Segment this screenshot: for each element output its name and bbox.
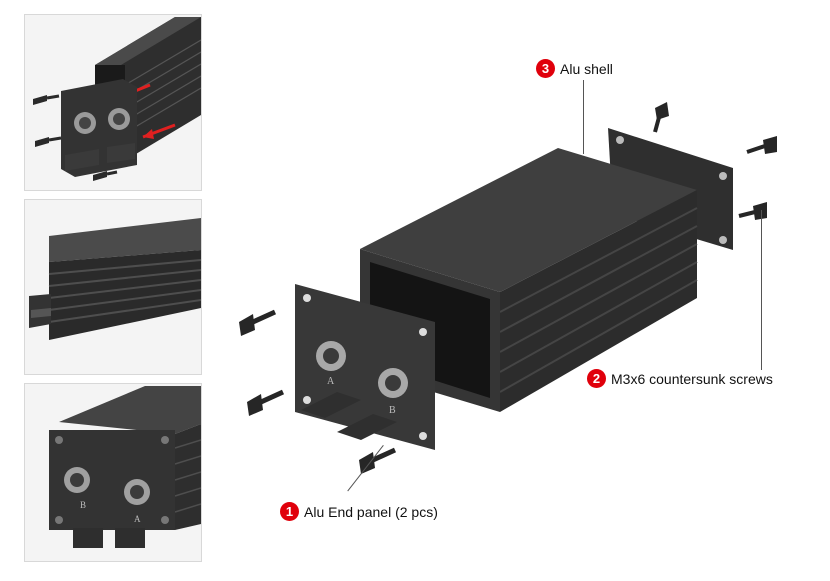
callout-number-badge: 1 — [280, 502, 299, 521]
leader-line-screws — [761, 210, 762, 370]
screw-icon — [33, 94, 118, 181]
connector-label-b: B — [80, 500, 86, 510]
callout-end-panel: 1 Alu End panel (2 pcs) — [280, 502, 438, 521]
thumbnail-exploded-view[interactable] — [24, 14, 202, 191]
callout-label: Alu shell — [560, 60, 613, 77]
thumbnail-assembled-front[interactable]: B A — [24, 383, 202, 562]
side-profile-illustration — [29, 218, 201, 340]
main-exploded-illustration: A B — [239, 102, 777, 474]
callout-label: M3x6 countersunk screws — [611, 370, 773, 387]
connector-icon — [316, 341, 408, 398]
leader-line-shell — [583, 80, 584, 154]
alu-shell-top — [360, 148, 697, 292]
thumbnail-side-profile[interactable] — [24, 199, 202, 375]
exploded-view-illustration — [33, 17, 201, 181]
assembled-front-illustration: B A — [49, 386, 201, 548]
alu-shell-side — [500, 190, 697, 412]
connector-icon — [64, 467, 150, 505]
callout-number-badge: 2 — [587, 369, 606, 388]
connector-label-b: B — [389, 405, 396, 416]
callout-countersunk-screws: 2 M3x6 countersunk screws — [587, 369, 773, 388]
connector-label-a: A — [327, 376, 335, 387]
callout-label: Alu End panel (2 pcs) — [304, 503, 438, 520]
callout-number-badge: 3 — [536, 59, 555, 78]
callout-alu-shell: 3 Alu shell — [536, 59, 613, 78]
connector-label-a: A — [134, 514, 141, 524]
